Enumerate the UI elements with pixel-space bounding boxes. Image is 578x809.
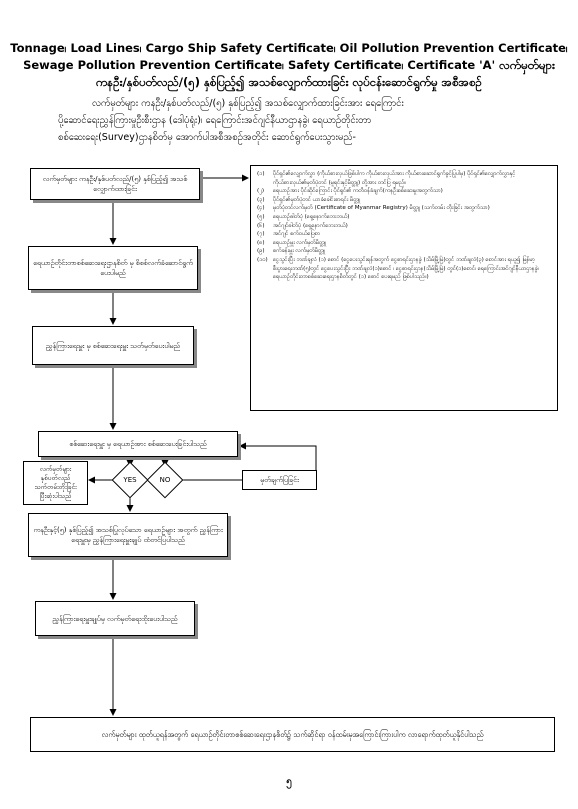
requirement-item: (၅) ရေယာဉ်ဓါတ်ပုံ (ရှေ့နောက်ဘေးဘယ်) <box>257 213 551 222</box>
requirement-item: (၈) ရေယာဉ်မှူး လက်မှတ်မိတ္တူ <box>257 239 551 248</box>
step-defect-text: မှတ်ချက်ပြခြင်း <box>260 476 299 484</box>
step-inspect-text: စစ်ဆေးရေးမှူး မှ ရေယာဉ်အား စစ်ဆေးပေးခြင်… <box>69 440 207 448</box>
header-line-1: Tonnage၊ Load Lines၊ Cargo Ship Safety C… <box>10 41 568 55</box>
step-dg-issue-text: ညွှန်ကြားရေးမှူးချုပ်မှ လက်မှတ်ရေးထိုးပေ… <box>52 614 178 623</box>
step-final-text: လက်မှတ်များ ထုတ်ယူရန်အတွက် ရေယာဉ်တိုင်းတ… <box>101 729 484 739</box>
step-inspect-box: စစ်ဆေးရေးမှူး မှ ရေယာဉ်အား စစ်ဆေးပေးခြင်… <box>38 431 238 457</box>
step-apply-text: လက်မှတ်များ ကနဦး/နှစ်ပတ်လည်/(၅) နှစ်ပြည့… <box>42 175 188 193</box>
step-five-year-text: ကနဦးနှင့်(၅) နှစ်ပြည့်၍ အသစ်ပြုလုပ်သော ရ… <box>33 526 223 544</box>
step-survey-dept-box: ရေယာဉ်တိုင်းတာစစ်ဆေးရေးဌာနစိတ် မှ စိစစ်လ… <box>28 246 198 290</box>
step-apply-box: လက်မှတ်များ ကနဦး/နှစ်ပတ်လည်/(၅) နှစ်ပြည့… <box>30 168 200 200</box>
step-final-box: လက်မှတ်များ ထုတ်ယူရန်အတွက် ရေယာဉ်တိုင်းတ… <box>30 717 555 752</box>
requirement-text: ပိုင်ရှင်၏လျှောက်လွှာ (ကိုယ်စားလှယ်ဖြစ်ပ… <box>273 171 516 186</box>
requirement-item: (၂) ရေယာဉ်အား ပိုင်ဆိုင်ကြောင်း ပိုင်ရှင်… <box>257 187 551 196</box>
requirement-number: (၉) <box>257 248 265 255</box>
requirement-number: (၁၀) <box>257 256 268 263</box>
requirement-number: (၈) <box>257 239 265 246</box>
header-line-3: ကနဦး/နှစ်ပတ်လည်/(၅) နှစ်ပြည့်၍ အသစ်လျှော… <box>96 75 482 89</box>
requirement-text: ပိုင်ရှင်၏မှတ်ပုံတင် ယာခံခေါင်းစာရင်း မိ… <box>273 196 361 203</box>
requirement-text: မှတ်ပုံတင်လက်မှတ် (Certificate of Myanma… <box>273 205 490 212</box>
requirement-item: (၇) အင်ဂျင် စက်ဝယ်ပြေစာ <box>257 230 551 239</box>
requirement-text: ရေယာဉ်မှူး လက်မှတ်မိတ္တူ <box>273 239 327 246</box>
step-five-year-box: ကနဦးနှင့်(၅) နှစ်ပြည့်၍ အသစ်ပြုလုပ်သော ရ… <box>28 513 228 557</box>
requirement-item: (၃) ပိုင်ရှင်၏မှတ်ပုံတင် ယာခံခေါင်းစာရင်း… <box>257 196 551 205</box>
requirement-item: (၁) ပိုင်ရှင်၏လျှောက်လွှာ (ကိုယ်စားလှယ်ဖြ… <box>257 170 551 187</box>
requirement-item: (၉) စက်ခန်းမှူး လက်မှတ်မိတ္တူ <box>257 247 551 256</box>
decision-yes-label: YES <box>123 476 137 484</box>
requirement-text: အင်ဂျင် စက်ဝယ်ပြေစာ <box>273 231 321 238</box>
step-dg-issue-box: ညွှန်ကြားရေးမှူးချုပ်မှ လက်မှတ်ရေးထိုးပေ… <box>35 601 195 636</box>
intro-line-1: လက်မှတ်များ ကနဦး/နှစ်ပတ်လည်/(၅) နှစ်ပြည့… <box>92 98 404 109</box>
requirement-number: (၃) <box>257 196 265 203</box>
step-renewal-complete-text: လက်မှတ်များ နှစ်ပတ်လည် သက်တမ်းတိုးခြင်းပ… <box>34 465 77 500</box>
requirement-item: (၆) အင်ဂျင်ဓါတ်ပုံ (ရှေ့နောက်ဘေးဘယ်) <box>257 222 551 231</box>
requirement-number: (၂) <box>257 188 265 195</box>
intro-line-3: စစ်ဆေးရေး(Survey)ဌာနစိတ်မှ အောက်ပါအစီအစဉ… <box>58 132 356 143</box>
requirement-text: အင်ဂျင်ဓါတ်ပုံ (ရှေ့နောက်ဘေးဘယ်) <box>273 222 348 229</box>
intro-line-2: ပို့ဆောင်ရေးညွှန်ကြားမှုဦးစီးဌာန (ဒေါပုံ… <box>58 115 372 126</box>
step-defect-box: မှတ်ချက်ပြခြင်း <box>242 470 317 490</box>
requirement-text: ငွေသွင်းပြီး ဘဏ်ချလံ (၁) စောင် (ငွေပေးသွ… <box>273 256 539 281</box>
requirement-item: (၁၀) ငွေသွင်းပြီး ဘဏ်ချလံ (၁) စောင် (ငွေပ… <box>257 256 551 282</box>
step-director-assign-text: ညွှန်ကြားရေးမှူး မှ စစ်ဆေးရေးမှူး သတ်မှတ… <box>45 341 181 350</box>
requirements-list: (၁) ပိုင်ရှင်၏လျှောက်လွှာ (ကိုယ်စားလှယ်ဖြ… <box>250 165 558 411</box>
step-renewal-complete-box: လက်မှတ်များ နှစ်ပတ်လည် သက်တမ်းတိုးခြင်းပ… <box>23 461 88 505</box>
requirement-text: ရေယာဉ်ဓါတ်ပုံ (ရှေ့နောက်ဘေးဘယ်) <box>273 213 350 220</box>
requirement-number: (၄) <box>257 205 265 212</box>
requirement-number: (၇) <box>257 231 265 238</box>
requirement-number: (၁) <box>257 171 265 177</box>
requirement-number: (၅) <box>257 213 265 220</box>
requirement-number: (၆) <box>257 222 265 229</box>
requirement-text: စက်ခန်းမှူး လက်မှတ်မိတ္တူ <box>273 248 326 255</box>
step-survey-dept-text: ရေယာဉ်တိုင်းတာစစ်ဆေးရေးဌာနစိတ် မှ စိစစ်လ… <box>33 259 193 277</box>
page-number: ၅ <box>286 776 292 787</box>
header-line-2: Sewage Pollution Prevention Certificate၊… <box>23 58 555 72</box>
step-director-assign-box: ညွှန်ကြားရေးမှူး မှ စစ်ဆေးရေးမှူး သတ်မှတ… <box>32 326 194 365</box>
requirement-text: ရေယာဉ်အား ပိုင်ဆိုင်ကြောင်း ပိုင်ရှင်၏ က… <box>273 188 443 195</box>
requirement-item: (၄) မှတ်ပုံတင်လက်မှတ် (Certificate of Mya… <box>257 204 551 213</box>
decision-no-label: NO <box>159 476 171 484</box>
